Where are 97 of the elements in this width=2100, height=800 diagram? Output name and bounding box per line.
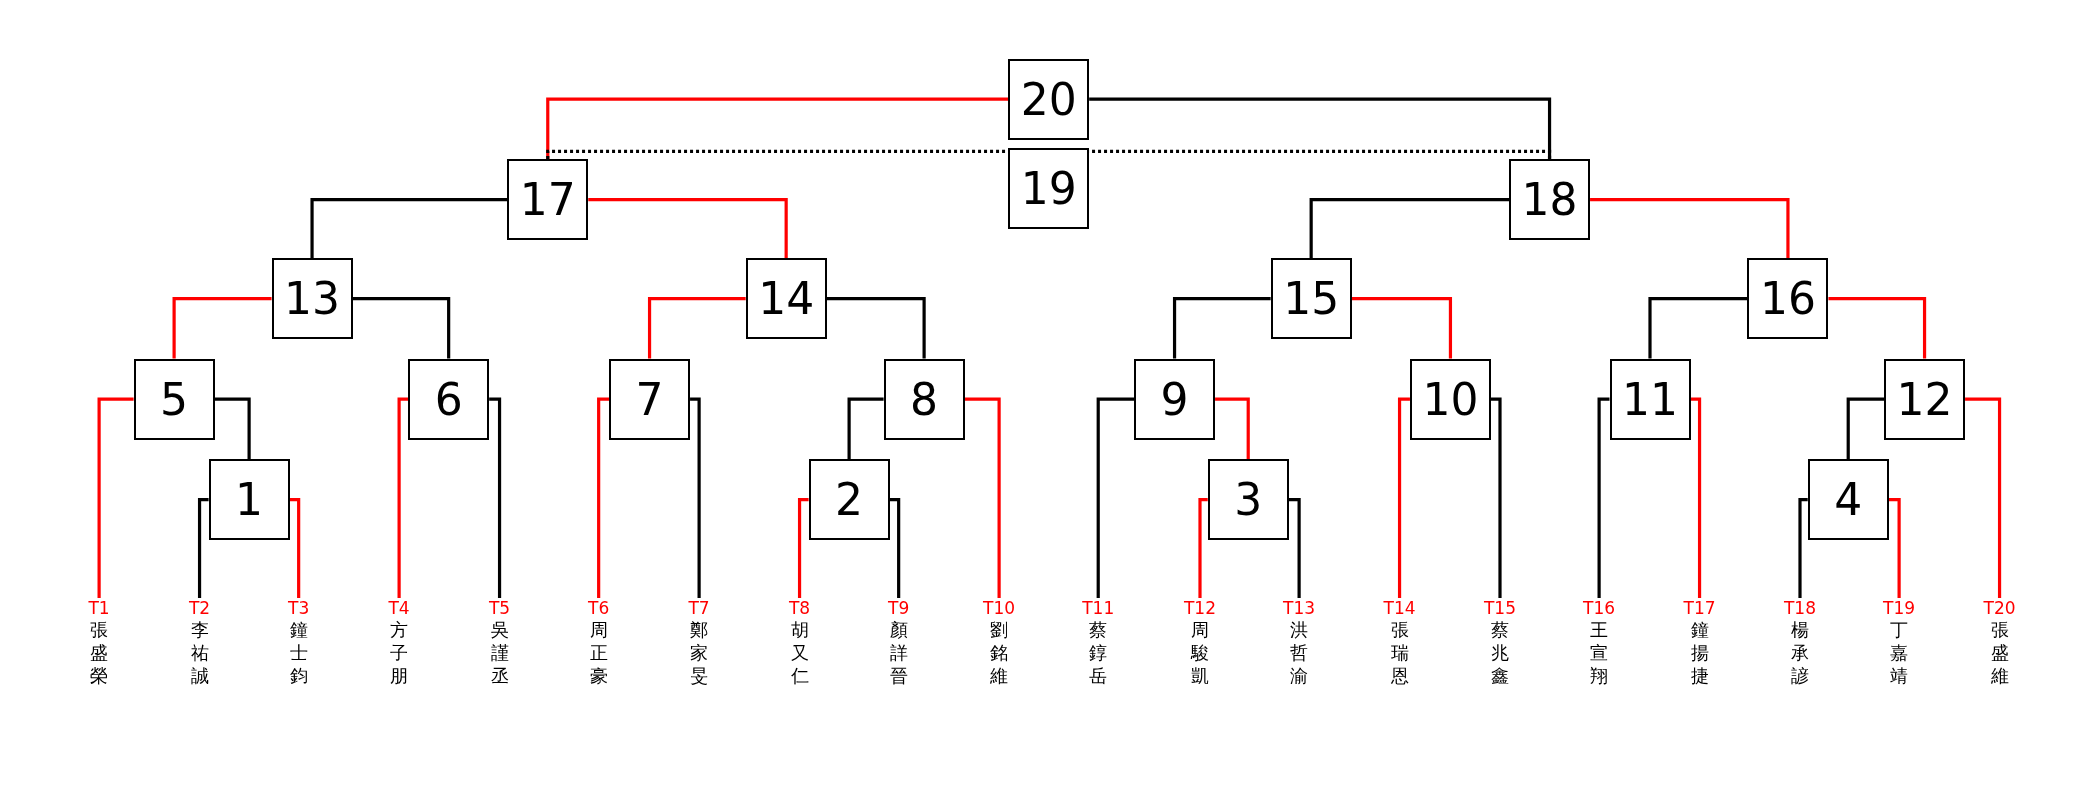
bracket-line <box>97 397 134 598</box>
bracket-line <box>647 297 746 359</box>
seed-label: T19 <box>1883 598 1916 618</box>
player-name: 吳謹丞 <box>489 618 510 687</box>
match-box: 4 <box>1807 459 1889 541</box>
bracket-line <box>289 497 301 598</box>
match-box: 10 <box>1409 358 1491 440</box>
player-name: 顏詳晉 <box>888 618 909 687</box>
bracket-line <box>1096 397 1135 598</box>
player-name: 鐘揚捷 <box>1689 618 1710 687</box>
bracket-line <box>489 397 502 598</box>
seed-label: T1 <box>88 598 110 618</box>
bracket-line <box>964 397 1001 598</box>
match-box: 9 <box>1134 358 1216 440</box>
seed-label: T6 <box>588 598 610 618</box>
player-name: 楊承諺 <box>1790 618 1810 687</box>
seed-label: T14 <box>1383 598 1416 618</box>
seed-label: T5 <box>488 598 511 618</box>
match-box: 2 <box>808 459 890 541</box>
match-box: 7 <box>609 358 691 440</box>
match-box: 19 <box>1008 148 1090 230</box>
match-box: 6 <box>408 358 490 440</box>
match-box: 8 <box>883 358 965 440</box>
bracket-line <box>1888 497 1901 598</box>
player-name: 張瑞恩 <box>1389 618 1410 687</box>
match-box: 18 <box>1509 159 1591 241</box>
seed-label: T9 <box>888 598 910 618</box>
bracket-line <box>310 197 508 259</box>
bracket-line <box>1172 297 1271 359</box>
bracket-line <box>1690 397 1702 598</box>
match-box: 15 <box>1270 258 1352 340</box>
bracket-line <box>1597 397 1610 598</box>
bracket-line <box>1590 197 1790 259</box>
player-name: 蔡錞岳 <box>1088 618 1109 687</box>
player-name: 周正豪 <box>588 618 609 687</box>
bracket-line <box>1846 397 1885 460</box>
bracket-line <box>1215 397 1250 460</box>
player-name: 方子朋 <box>389 618 409 687</box>
match-box: 17 <box>507 159 589 241</box>
seed-label: T3 <box>288 598 310 618</box>
seed-label: T11 <box>1082 598 1115 618</box>
bracket-line <box>1397 397 1410 598</box>
match-box: 13 <box>271 258 353 340</box>
bracket-line <box>797 497 809 598</box>
bracket-line <box>1351 297 1453 359</box>
seed-label: T12 <box>1184 598 1216 618</box>
seed-label: T10 <box>983 598 1016 618</box>
player-name: 王宣翔 <box>1589 618 1609 687</box>
bracket-line <box>1198 497 1208 598</box>
match-box: 5 <box>133 358 215 440</box>
player-name: 鐘士鈞 <box>288 618 309 687</box>
player-name: 周駿凱 <box>1190 618 1210 687</box>
seed-label: T8 <box>788 598 811 618</box>
bracket-line <box>1828 297 1927 359</box>
seed-label: T17 <box>1683 598 1716 618</box>
bracket-line <box>826 297 926 359</box>
match-box: 11 <box>1609 358 1691 440</box>
dotted-line <box>546 149 1552 160</box>
bracket-line <box>1798 497 1808 598</box>
seed-label: T20 <box>1983 598 2016 618</box>
player-name: 劉銘維 <box>989 618 1009 687</box>
player-name: 丁嘉靖 <box>1889 618 1909 687</box>
bracket-line <box>588 197 788 259</box>
bracket-line <box>1288 497 1301 598</box>
match-box: 16 <box>1747 258 1829 340</box>
seed-label: T7 <box>688 598 710 618</box>
bracket-line <box>847 397 884 460</box>
seed-label: T15 <box>1484 598 1516 618</box>
bracket-line <box>1309 197 1510 259</box>
bracket-line <box>397 397 409 598</box>
match-box: 1 <box>208 459 290 541</box>
match-box: 12 <box>1884 358 1966 440</box>
bracket-line <box>690 397 701 598</box>
bracket-line <box>1648 297 1748 359</box>
seed-label: T4 <box>388 598 410 618</box>
player-name: 胡又仁 <box>789 618 810 687</box>
seed-label: T16 <box>1583 598 1616 618</box>
player-name: 張盛維 <box>1989 618 2010 687</box>
match-box: 3 <box>1207 459 1289 541</box>
bracket-line <box>1490 397 1502 598</box>
seed-label: T13 <box>1283 598 1316 618</box>
player-name: 蔡兆鑫 <box>1490 618 1510 687</box>
bracket-line <box>597 397 610 598</box>
player-name: 李祐誠 <box>189 618 210 687</box>
seed-label: T18 <box>1784 598 1816 618</box>
player-name: 洪哲渝 <box>1289 618 1309 687</box>
player-name: 張盛榮 <box>89 618 109 687</box>
bracket-line <box>889 497 901 598</box>
match-box: 20 <box>1008 58 1090 140</box>
bracket-line <box>1965 397 2002 598</box>
player-name: 鄭家旻 <box>689 618 709 687</box>
match-box: 14 <box>745 258 827 340</box>
bracket-line <box>214 397 251 460</box>
bracket-line <box>172 297 272 359</box>
bracket-line <box>352 297 451 359</box>
bracket-line <box>197 497 209 598</box>
seed-label: T2 <box>188 598 211 618</box>
